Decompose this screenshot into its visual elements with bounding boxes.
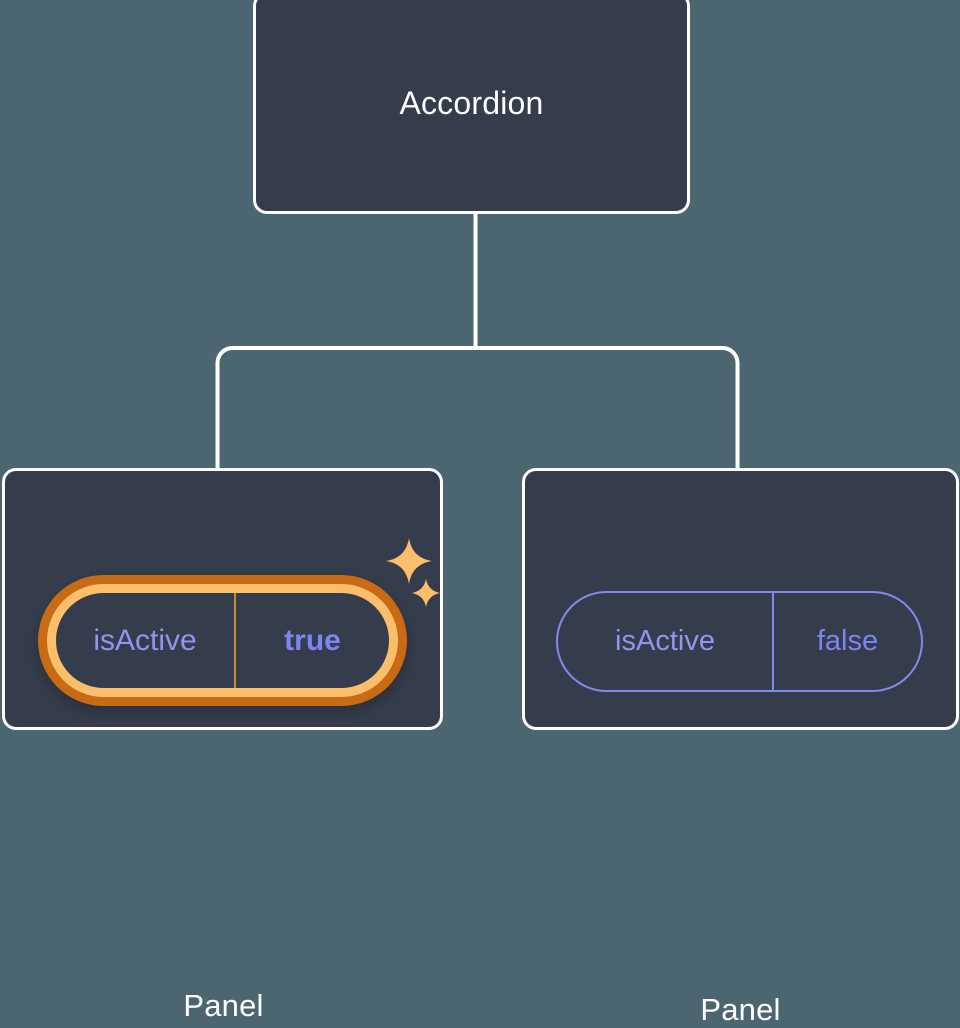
prop-value: false <box>772 593 921 690</box>
node-accordion[interactable]: Accordion <box>253 0 690 214</box>
prop-key: isActive <box>93 623 197 657</box>
prop-pill-isactive-true[interactable]: isActive true <box>47 584 398 697</box>
connector-bus <box>215 346 740 470</box>
prop-pill-isactive-false[interactable]: isActive false <box>556 591 923 692</box>
node-panel-right-title: Panel <box>700 992 781 1027</box>
node-panel-left-title: Panel <box>183 988 264 1023</box>
prop-key: isActive <box>615 625 715 657</box>
prop-value: true <box>234 593 389 688</box>
node-accordion-title: Accordion <box>399 85 544 121</box>
